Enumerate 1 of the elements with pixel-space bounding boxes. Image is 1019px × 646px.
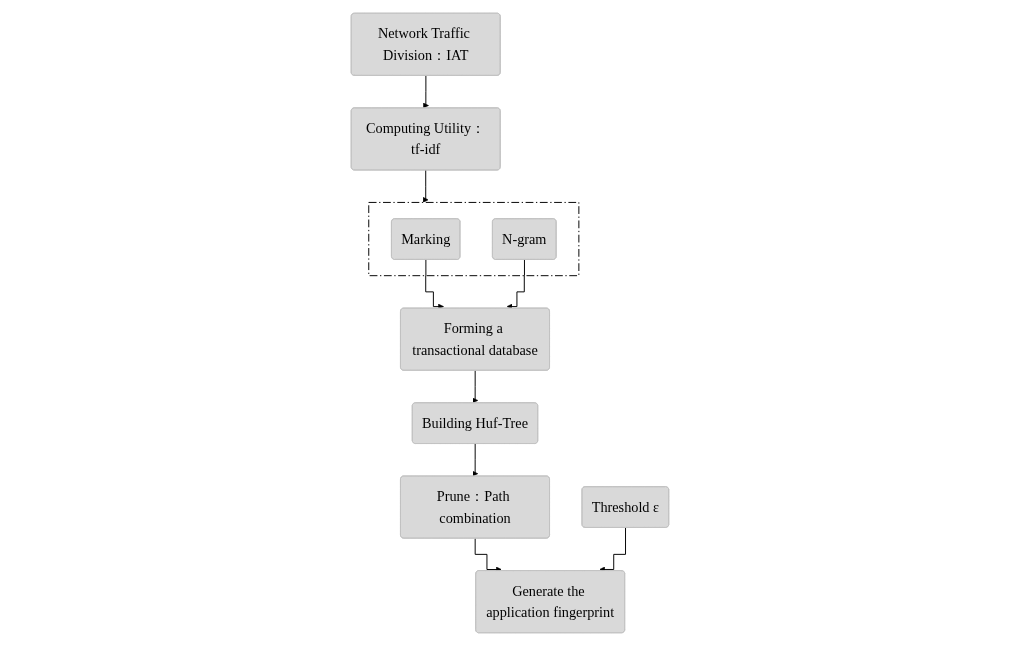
cluster — [367, 201, 579, 277]
